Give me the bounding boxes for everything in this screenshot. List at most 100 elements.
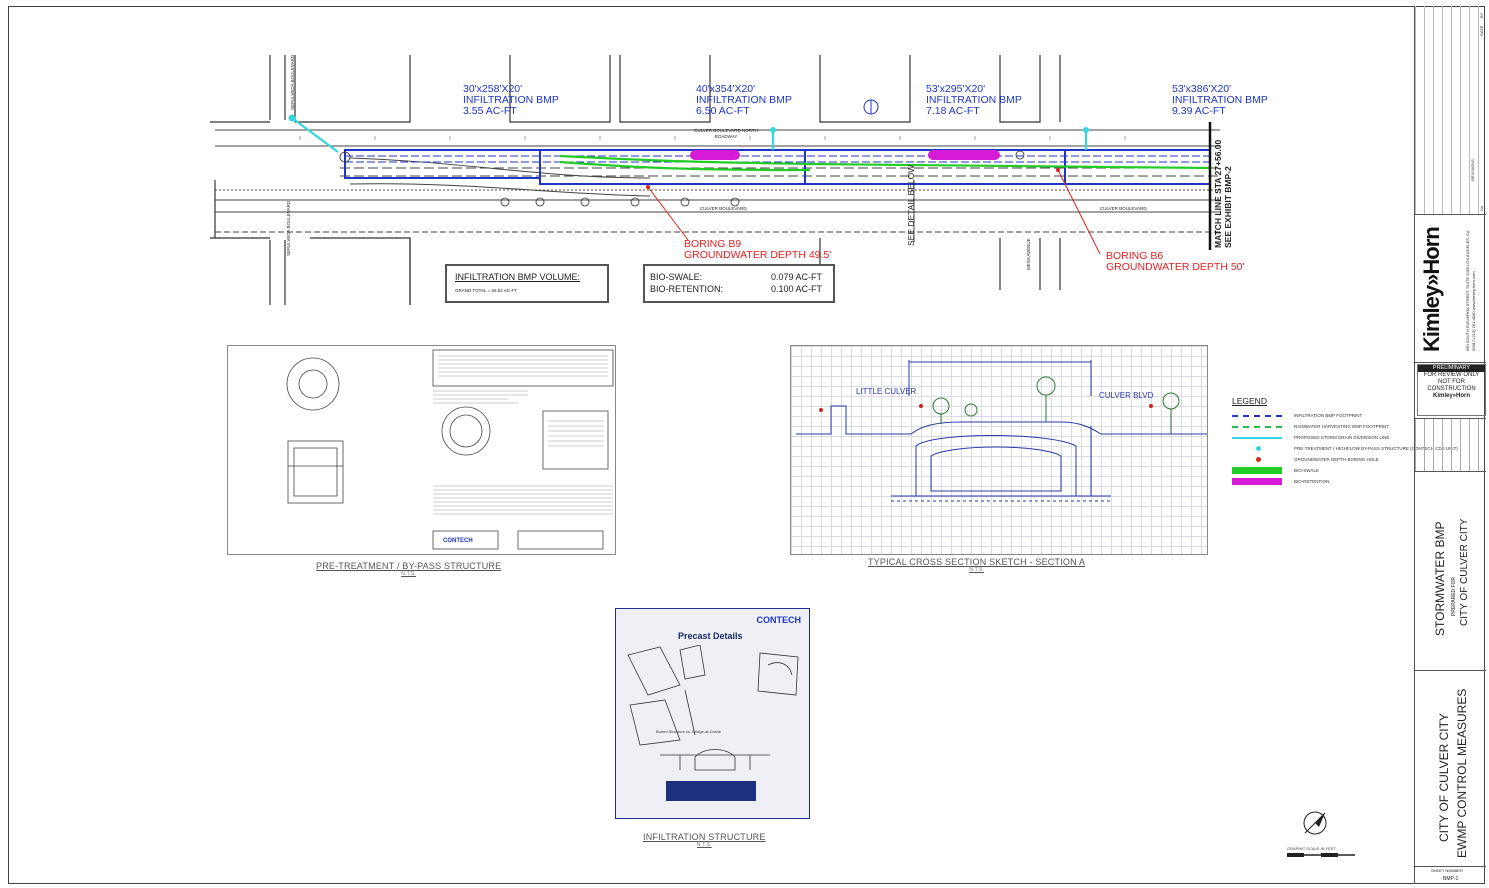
bmp-type: INFILTRATION BMP bbox=[463, 94, 559, 106]
groundwater-depth: GROUNDWATER DEPTH 50' bbox=[1106, 261, 1245, 273]
bmp-label-1: 30'x258'X20' INFILTRATION BMP 3.55 AC-FT bbox=[463, 84, 559, 117]
little-culver-label: LITTLE CULVER bbox=[856, 387, 917, 396]
info-grid bbox=[1415, 418, 1486, 472]
bmp-volume: 9.39 AC-FT bbox=[1172, 105, 1226, 117]
bmp-label-3: 53'x295'X20' INFILTRATION BMP 7.18 AC-FT bbox=[926, 84, 1022, 117]
match-line-text: MATCH LINE STA 27+56.00 bbox=[1213, 139, 1223, 248]
legend-symbol bbox=[1232, 478, 1282, 485]
graphic-scale-label: GRAPHIC SCALE IN FEET bbox=[1287, 846, 1336, 851]
cross-section-caption-text: TYPICAL CROSS SECTION SKETCH - SECTION A bbox=[868, 557, 1086, 567]
bio-swale-label: BIO-SWALE: bbox=[650, 272, 703, 282]
bmp-type: INFILTRATION BMP bbox=[1172, 94, 1268, 106]
boring-name: BORING B9 bbox=[684, 238, 742, 250]
bmp-volume: 3.55 AC-FT bbox=[463, 105, 517, 117]
pretreatment-caption-text: PRE-TREATMENT / BY-PASS STRUCTURE bbox=[316, 561, 502, 571]
sheet-number: BMP-1 bbox=[1443, 876, 1459, 882]
legend-label: RAINWATER HARVESTING BMP FOOTPRINT bbox=[1294, 424, 1390, 429]
bmp-dims: 53'x295'X20' bbox=[926, 83, 986, 95]
bio-volume-box: BIO-SWALE: 0.079 AC-FT BIO-RETENTION: 0.… bbox=[643, 264, 835, 303]
project-block bbox=[1415, 470, 1486, 671]
no-header: No. bbox=[1479, 204, 1484, 211]
prepared-for-name: CITY OF CULVER CITY bbox=[1459, 518, 1470, 626]
firm-block bbox=[1415, 214, 1486, 363]
review-note: FOR REVIEW ONLY NOT FOR CONSTRUCTION bbox=[1423, 372, 1480, 392]
project-title: STORMWATER BMP bbox=[1433, 521, 1447, 636]
legend-symbol bbox=[1256, 457, 1261, 462]
boring-b6-label: BORING B6 GROUNDWATER DEPTH 50' bbox=[1106, 251, 1245, 273]
match-line-subtext: SEE EXHIBIT BMP-2 bbox=[1223, 166, 1233, 248]
nts-label: N.T.S. bbox=[696, 842, 712, 848]
bio-retention-label: BIO-RETENTION: bbox=[650, 284, 724, 294]
volume-box-total: GRAND TOTAL = 26.62 AC-FT bbox=[455, 288, 517, 293]
bmp-dims: 53'x386'X20' bbox=[1172, 83, 1232, 95]
cross-section-caption: TYPICAL CROSS SECTION SKETCH - SECTION A… bbox=[868, 557, 1085, 573]
street-label-sepulveda-south: SEPULVEDA BOULEVARD bbox=[286, 200, 291, 256]
legend: LEGEND INFILTRATION BMP FOOTPRINT RAINWAT… bbox=[1232, 396, 1458, 496]
bmp-type: INFILTRATION BMP bbox=[926, 94, 1022, 106]
bmp-type: INFILTRATION BMP bbox=[696, 94, 792, 106]
prepared-for-label: PREPARED FOR bbox=[1451, 576, 1457, 616]
preliminary-stamp: PRELIMINARY FOR REVIEW ONLY NOT FOR CONS… bbox=[1417, 364, 1486, 416]
legend-symbol bbox=[1232, 467, 1282, 474]
legend-label: PROPOSED STORM DRAIN DIVERSION LINE bbox=[1294, 435, 1390, 440]
bmp-volume: 7.18 AC-FT bbox=[926, 105, 980, 117]
legend-label: INFILTRATION BMP FOOTPRINT bbox=[1294, 413, 1363, 418]
nts-label: N.T.S. bbox=[969, 567, 985, 573]
north-arrow-icon bbox=[1315, 813, 1325, 827]
legend-label: BIO-SWALE bbox=[1294, 468, 1319, 473]
revision-grid bbox=[1415, 6, 1486, 215]
firm-logo: Kimley»Horn bbox=[1419, 227, 1444, 352]
match-line-label: MATCH LINE STA 27+56.00 SEE EXHIBIT BMP-… bbox=[1213, 140, 1233, 248]
street-label-sepulveda: SEPULVEDA BOULEVARD bbox=[290, 54, 295, 110]
preliminary-title: PRELIMINARY bbox=[1418, 365, 1485, 372]
infiltration-caption: INFILTRATION STRUCTURE N.T.S. bbox=[643, 832, 766, 848]
plan-view bbox=[210, 55, 1220, 305]
north-arrow-and-scale bbox=[1287, 811, 1355, 857]
boring-name: BORING B6 bbox=[1106, 250, 1164, 262]
nts-label: N.T.S. bbox=[401, 571, 417, 577]
revisions-header: REVISIONS bbox=[1470, 159, 1475, 181]
contech-info-banner bbox=[666, 781, 756, 801]
infiltration-volume-box: INFILTRATION BMP VOLUME: GRAND TOTAL = 2… bbox=[445, 264, 609, 303]
street-label-mesa: MESA AVENUE bbox=[1026, 238, 1031, 270]
cross-section-drawing: LITTLE CULVER CULVER BLVD bbox=[796, 360, 1207, 502]
legend-title: LEGEND bbox=[1232, 396, 1267, 406]
street-label-culver: CULVER BOULEVARD bbox=[700, 206, 747, 211]
buried-structure-caption: Buried Structure vs. Bridge-at-Grade bbox=[656, 729, 721, 734]
pretreatment-detail-panel: CONTECH bbox=[227, 345, 616, 555]
culver-blvd-label: CULVER BLVD bbox=[1099, 391, 1154, 400]
date-header: DATE bbox=[1479, 25, 1484, 36]
by-header: BY bbox=[1479, 12, 1484, 18]
program-name: EWMP CONTROL MEASURES bbox=[1455, 688, 1469, 858]
bmp-label-4: 53'x386'X20' INFILTRATION BMP 9.39 AC-FT bbox=[1172, 84, 1268, 117]
pretreatment-drawing: CONTECH bbox=[286, 349, 614, 550]
legend-label: GROUNDWATER DEPTH BORING HOLE bbox=[1294, 457, 1379, 462]
bmp-volume: 6.50 AC-FT bbox=[696, 105, 750, 117]
infiltration-structure-panel: CONTECH Precast Details Buried Structure… bbox=[615, 608, 810, 819]
volume-box-title: INFILTRATION BMP VOLUME: bbox=[455, 272, 581, 282]
street-label-culver-north: CULVER BOULEVARD NORTH ROADWAY bbox=[694, 128, 758, 139]
bmp-dims: 30'x258'X20' bbox=[463, 83, 523, 95]
groundwater-depth: GROUNDWATER DEPTH 49.5' bbox=[684, 249, 832, 261]
precast-drawing bbox=[627, 645, 799, 771]
pretreatment-caption: PRE-TREATMENT / BY-PASS STRUCTURE N.T.S. bbox=[316, 561, 501, 577]
client-block bbox=[1415, 670, 1486, 867]
infiltration-caption-text: INFILTRATION STRUCTURE bbox=[643, 832, 766, 842]
cross-section-sketch-panel: LITTLE CULVER CULVER BLVD bbox=[790, 345, 1208, 555]
see-detail-label: SEE DETAIL BELOW bbox=[906, 164, 916, 246]
stamp-firm: Kimley»Horn bbox=[1432, 393, 1470, 399]
bmp-dims: 40'x354'X20' bbox=[696, 83, 756, 95]
title-block: REVISIONS DATE No. BY Kimley»Horn 660 SO… bbox=[1414, 6, 1486, 884]
precast-details-title: Precast Details bbox=[678, 631, 743, 641]
contech-logo-small: CONTECH bbox=[443, 538, 473, 544]
bio-retention-value: 0.100 AC-FT bbox=[771, 284, 823, 294]
boring-b9-label: BORING B9 GROUNDWATER DEPTH 49.5' bbox=[684, 239, 831, 261]
legend-symbol bbox=[1232, 415, 1282, 417]
client-name: CITY OF CULVER CITY bbox=[1437, 713, 1451, 842]
contech-logo: CONTECH bbox=[756, 615, 802, 625]
legend-label: BIO-RETENTION bbox=[1294, 479, 1330, 484]
bmp-label-2: 40'x354'X20' INFILTRATION BMP 6.50 AC-FT bbox=[696, 84, 792, 117]
legend-label: PRE-TREATMENT / HIGHFLOW BY-PASS STRUCTU… bbox=[1294, 446, 1458, 451]
bio-swale-value: 0.079 AC-FT bbox=[771, 272, 823, 282]
legend-symbol bbox=[1256, 446, 1261, 451]
